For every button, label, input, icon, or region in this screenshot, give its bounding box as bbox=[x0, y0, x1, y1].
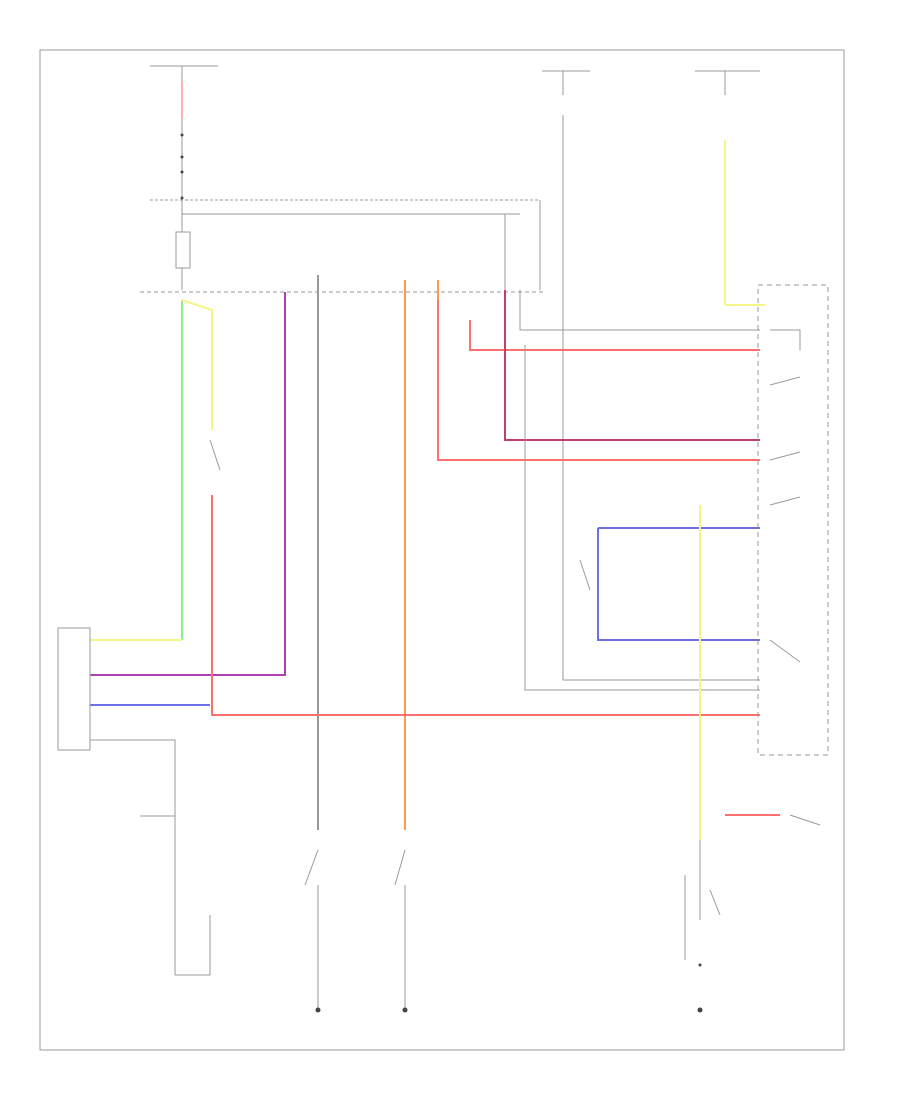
ecm-box bbox=[57, 627, 91, 751]
right-top-fuses bbox=[542, 70, 765, 680]
ground-icon-center-left bbox=[315, 1007, 321, 1013]
ac-relay-box bbox=[757, 284, 829, 756]
ground-points bbox=[315, 963, 703, 1013]
relay-contacts bbox=[769, 329, 821, 826]
wiring-harness bbox=[90, 275, 780, 960]
wire-yellow-left bbox=[181, 299, 213, 430]
wire-crimson bbox=[504, 290, 760, 441]
main-relay bbox=[175, 231, 191, 269]
wire-red-upper bbox=[469, 320, 760, 351]
wire-pink-long bbox=[211, 495, 760, 716]
pressure-switches bbox=[209, 439, 721, 1010]
wire-orange-red bbox=[437, 300, 760, 461]
wire-violet bbox=[90, 292, 286, 676]
ignition-circuit bbox=[150, 65, 541, 290]
ground-icon-center bbox=[402, 1007, 408, 1013]
ground-icon-right bbox=[697, 1007, 703, 1013]
diagram-frame bbox=[39, 49, 845, 1051]
